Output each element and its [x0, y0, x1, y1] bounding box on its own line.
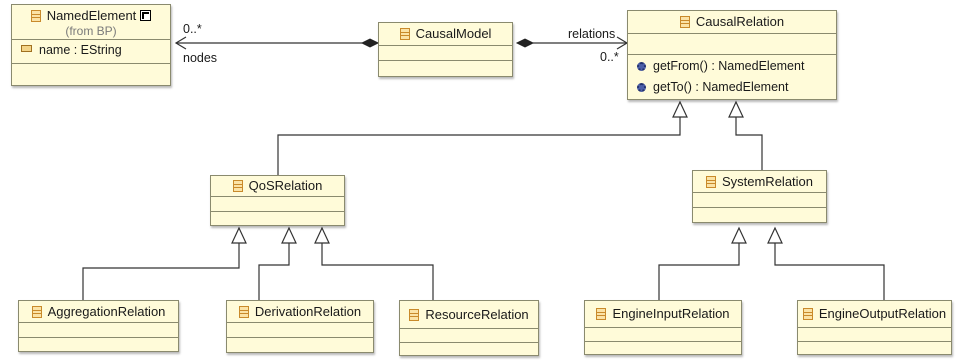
operation-compartment [19, 337, 178, 351]
class-derivation-relation[interactable]: DerivationRelation [226, 300, 374, 353]
nodes-composition-diamond [360, 38, 380, 48]
resource-generalization-arrowhead [314, 226, 330, 244]
class-header: NamedElement (from BP) [12, 5, 170, 39]
class-name: QoSRelation [248, 178, 323, 193]
class-name: ResourceRelation [425, 307, 529, 322]
class-name: EngineOutputRelation [818, 306, 947, 321]
class-icon [232, 180, 243, 192]
nodes-navigation-arrow [174, 36, 187, 50]
operation-compartment [798, 341, 951, 354]
operation-compartment [379, 60, 512, 76]
class-system-relation[interactable]: SystemRelation [692, 170, 827, 223]
operation-label: getTo() : NamedElement [653, 80, 789, 94]
class-name: NamedElement [46, 8, 137, 23]
engine-input-generalization-arrowhead [731, 226, 747, 244]
operation-icon [637, 62, 646, 71]
class-icon [31, 306, 42, 318]
engine-output-generalization-arrowhead [767, 226, 783, 244]
operation-compartment [693, 207, 826, 222]
aggregation-generalization-arrowhead [231, 226, 247, 244]
engine-input-generalization-line [658, 243, 740, 300]
nodes-role-label: nodes [183, 51, 218, 65]
system-generalization-arrowhead [728, 100, 744, 118]
class-header: SystemRelation [693, 171, 826, 192]
operation-row[interactable]: getFrom() : NamedElement [628, 56, 836, 77]
class-header: EngineOutputRelation [798, 301, 951, 327]
class-name: CausalRelation [695, 14, 785, 29]
class-name: CausalModel [415, 26, 492, 41]
operation-compartment [400, 342, 538, 355]
class-qos-relation[interactable]: QoSRelation [210, 175, 345, 226]
operation-label: getFrom() : NamedElement [653, 59, 805, 73]
derivation-generalization-arrowhead [281, 226, 297, 244]
attribute-label: name : EString [39, 43, 122, 57]
attribute-row[interactable]: name : EString [12, 40, 170, 61]
attribute-compartment [585, 327, 741, 341]
class-name: EngineInputRelation [612, 306, 730, 321]
attribute-compartment [400, 328, 538, 342]
attribute-compartment [628, 33, 836, 54]
resource-generalization-line [321, 243, 434, 300]
class-engine-input-relation[interactable]: EngineInputRelation [584, 300, 742, 355]
attribute-icon [21, 45, 32, 52]
class-name: AggregationRelation [47, 304, 166, 319]
operation-compartment [227, 337, 373, 352]
class-resource-relation[interactable]: ResourceRelation [399, 300, 539, 356]
relations-composition-diamond [515, 38, 535, 48]
operation-compartment [585, 341, 741, 354]
attribute-compartment [211, 196, 344, 211]
qos-generalization-arrowhead [672, 100, 688, 118]
qos-generalization-line [277, 117, 681, 175]
class-header: DerivationRelation [227, 301, 373, 322]
class-causal-relation[interactable]: CausalRelation getFrom() : NamedElement … [627, 10, 837, 100]
operation-row[interactable]: getTo() : NamedElement [628, 77, 836, 98]
system-generalization-line [735, 117, 763, 170]
relations-role-label: relations [568, 27, 616, 41]
class-icon [596, 308, 607, 320]
relations-multiplicity-label: 0..* [600, 50, 619, 64]
class-header: EngineInputRelation [585, 301, 741, 327]
derivation-generalization-line [258, 243, 290, 300]
class-header: CausalRelation [628, 11, 836, 33]
class-header: QoSRelation [211, 176, 344, 196]
attribute-compartment: name : EString [12, 39, 170, 63]
nodes-multiplicity-label: 0..* [183, 22, 202, 36]
external-reference-icon [140, 10, 152, 21]
class-icon [679, 16, 690, 28]
class-icon [238, 306, 249, 318]
class-header: ResourceRelation [400, 301, 538, 328]
attribute-compartment [19, 322, 178, 337]
class-named-element[interactable]: NamedElement (from BP) name : EString [11, 4, 171, 86]
class-name: DerivationRelation [254, 304, 362, 319]
class-aggregation-relation[interactable]: AggregationRelation [18, 300, 179, 352]
class-header: AggregationRelation [19, 301, 178, 322]
class-icon [802, 308, 813, 320]
operation-compartment [12, 63, 170, 85]
attribute-compartment [227, 322, 373, 337]
class-name: SystemRelation [721, 174, 814, 189]
class-icon [705, 176, 716, 188]
engine-output-generalization-line [774, 243, 885, 300]
operation-compartment [211, 211, 344, 225]
class-causal-model[interactable]: CausalModel [378, 22, 513, 77]
operation-icon [637, 83, 646, 92]
class-icon [409, 309, 420, 321]
class-header: CausalModel [379, 23, 512, 45]
attribute-compartment [693, 192, 826, 207]
attribute-compartment [379, 45, 512, 60]
class-source-label: (from BP) [65, 24, 117, 38]
attribute-compartment [798, 327, 951, 341]
class-icon [399, 28, 410, 40]
class-engine-output-relation[interactable]: EngineOutputRelation [797, 300, 952, 355]
operation-compartment: getFrom() : NamedElement getTo() : Named… [628, 54, 836, 99]
aggregation-generalization-line [82, 243, 240, 300]
class-icon [30, 10, 41, 22]
